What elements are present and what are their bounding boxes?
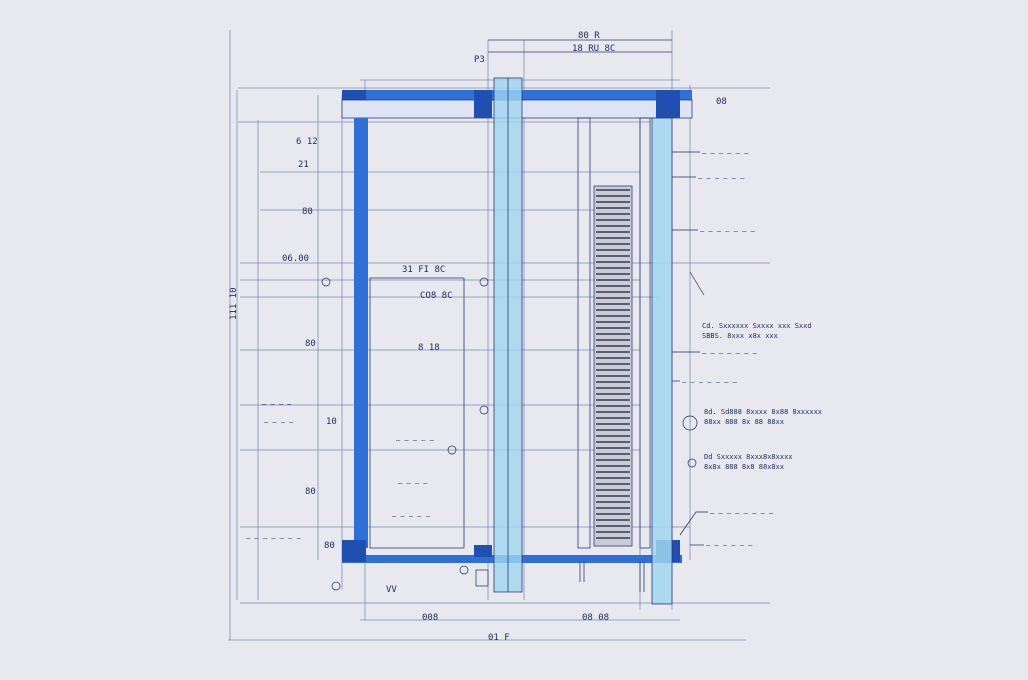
note-right-7: 8d. Sd888 8xxxx 8x88 8xxxxxx — [704, 408, 822, 416]
note-left-5: – – – – – — [392, 512, 431, 520]
note-right-6: – – – – – – – — [682, 378, 738, 386]
dim-left-3: 80 — [302, 207, 313, 217]
dim-top-2: 18 RU 8C — [572, 44, 615, 54]
note-left-6: – – – – – – – — [246, 534, 302, 542]
dim-bottom-2: 008 — [422, 613, 438, 623]
dim-left-4: 06.00 — [282, 254, 309, 264]
note-right-1: – – – – – – — [702, 149, 749, 157]
note-right-3: – – – – – – – — [700, 227, 756, 235]
right-annotations: – – – – – – – – – – – – – – – – – – – Cd… — [672, 149, 822, 549]
louver-grille — [593, 185, 633, 547]
note-right-8b: 8x8x 888 8x8 88x8xx — [704, 463, 784, 471]
dim-left-8: 80 — [324, 541, 335, 551]
dim-mid-label: 31 FI 8C — [402, 265, 445, 275]
note-right-9: – – – – – – – – — [710, 509, 774, 517]
note-left-2: – – – – — [264, 418, 294, 426]
dim-left-5: 80 — [305, 339, 316, 349]
note-right-4b: SBBS. 8xxx x8x xxx — [702, 332, 778, 340]
dim-top-1: 80 R — [578, 31, 600, 41]
dim-right-top: 08 — [716, 97, 727, 107]
note-right-2: – – – – – – — [698, 174, 745, 182]
dim-bottom-3: 08 08 — [582, 613, 609, 623]
note-right-5: – – – – – – – — [702, 349, 758, 357]
dim-left-vertical: 111 10 — [229, 287, 239, 320]
dimension-labels: 80 R 18 RU 8C P3 08 6 12 21 80 06.00 111… — [229, 31, 727, 643]
dim-top-small: P3 — [474, 55, 485, 65]
note-right-8: Dd Sxxxxx 8xxx8x8xxxx — [704, 453, 793, 461]
dim-left-2: 21 — [298, 160, 309, 170]
note-right-4: Cd. Sxxxxxx Sxxxx xxx Sxxd — [702, 322, 812, 330]
dim-mid-label-3: 8 18 — [418, 343, 440, 353]
note-left-1: – – – – — [262, 400, 292, 408]
note-right-7b: 88xx 888 8x 88 88xx — [704, 418, 784, 426]
dim-left-6: 10 — [326, 417, 337, 427]
louver-frame — [593, 185, 633, 547]
dim-left-1: 6 12 — [296, 137, 318, 147]
left-annotations: – – – – – – – – – – – – – – – – – – – – … — [246, 277, 645, 592]
dim-mid-label-2: CO8 8C — [420, 291, 453, 301]
dim-left-7: 80 — [305, 487, 316, 497]
dim-bottom-1: VV — [386, 585, 397, 595]
window-frame — [341, 77, 693, 605]
note-right-10: – – – – – – — [706, 541, 753, 549]
note-left-4: – – – – — [398, 479, 428, 487]
note-left-3: – – – – – — [396, 436, 435, 444]
dim-bottom-4: 01 F — [488, 633, 510, 643]
